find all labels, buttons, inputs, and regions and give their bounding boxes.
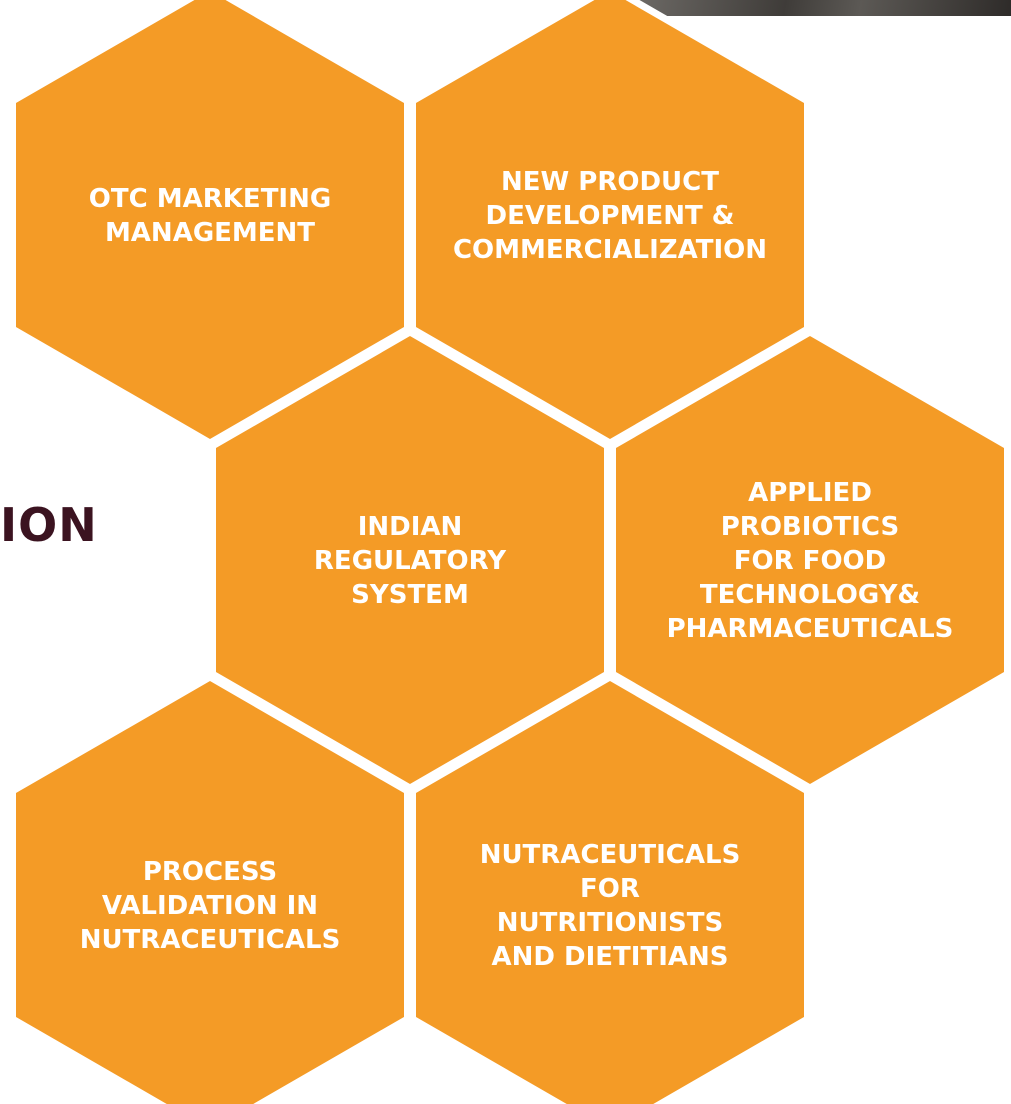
hex-label-line: COMMERCIALIZATION [453,235,767,265]
hex-tile-indian-regulatory[interactable]: INDIAN REGULATORY SYSTEM [209,327,611,793]
hex-shape [609,327,1011,793]
hex-label-line: NEW PRODUCT [501,167,719,197]
hex-label-line: OTC MARKETING [89,184,331,214]
hex-label-line: PROBIOTICS [721,512,899,542]
hex-label-line: INDIAN [358,512,463,542]
hex-label-line: SYSTEM [351,580,469,610]
hex-label: PROCESS VALIDATION IN NUTRACEUTICALS [80,857,341,955]
hex-label-line: NUTRITIONISTS [497,908,723,938]
hex-shape [409,672,811,1104]
hex-label-line: PROCESS [143,857,277,887]
section-heading-fragment: ION [0,498,98,552]
hex-label-line: VALIDATION IN [102,891,318,921]
hex-label-line: DEVELOPMENT & [486,201,735,231]
hex-tile-process-validation[interactable]: PROCESS VALIDATION IN NUTRACEUTICALS [9,672,411,1104]
hex-label-line: NUTRACEUTICALS [480,840,741,870]
hex-label-line: FOR FOOD [734,546,886,576]
hex-label-line: REGULATORY [314,546,507,576]
hex-label: NUTRACEUTICALS FOR NUTRITIONISTS AND DIETIT… [480,840,741,972]
hex-shape [9,0,411,448]
hex-label-line: APPLIED [748,478,872,508]
hex-shape [209,327,611,793]
hex-label-line: MANAGEMENT [105,218,315,248]
hex-shape [409,0,811,448]
corner-photo [634,0,1011,16]
hex-label: NEW PRODUCT DEVELOPMENT & COMMERCIALIZATIO… [453,167,767,265]
hex-label-line: AND DIETITIANS [492,942,729,972]
hex-tile-new-product[interactable]: NEW PRODUCT DEVELOPMENT & COMMERCIALIZATIO… [409,0,811,448]
hex-label-line: FOR [580,874,640,904]
hex-label: OTC MARKETING MANAGEMENT [89,184,331,248]
hex-label-line: NUTRACEUTICALS [80,925,341,955]
hex-label: APPLIED PROBIOTICS FOR FOOD TECHNOLOGY&PHAR… [667,478,954,644]
hex-tile-applied-probiotics[interactable]: APPLIED PROBIOTICS FOR FOOD TECHNOLOGY&PHAR… [609,327,1011,793]
hex-tile-nutraceuticals-nutritionists[interactable]: NUTRACEUTICALS FOR NUTRITIONISTS AND DIETIT… [409,672,811,1104]
hex-label-line: PHARMACEUTICALS [667,614,954,644]
hex-label: INDIAN REGULATORY SYSTEM [314,512,507,610]
hex-label-line: TECHNOLOGY& [700,580,920,610]
hex-tile-otc-marketing[interactable]: OTC MARKETING MANAGEMENT [9,0,411,448]
hex-shape [9,672,411,1104]
